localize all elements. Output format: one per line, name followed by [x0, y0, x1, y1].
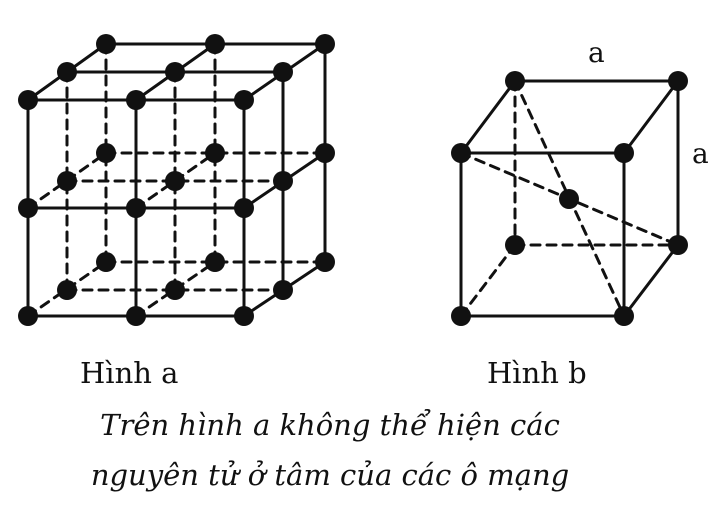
caption-line-1: Trên hình a không thể hiện các: [100, 408, 560, 442]
cell-b-atoms: [451, 71, 688, 326]
cell-b-solid-edges: [459, 79, 680, 318]
caption-line-2: nguyên tử ở tâm của các ô mạng: [90, 458, 570, 492]
edge-length-label-side: a: [692, 137, 709, 170]
figure-a-label: Hình a: [80, 356, 179, 390]
lattice-a-atoms: [18, 34, 335, 326]
figure-b-label: Hình b: [487, 356, 587, 390]
edge-length-label-top: a: [588, 36, 605, 69]
